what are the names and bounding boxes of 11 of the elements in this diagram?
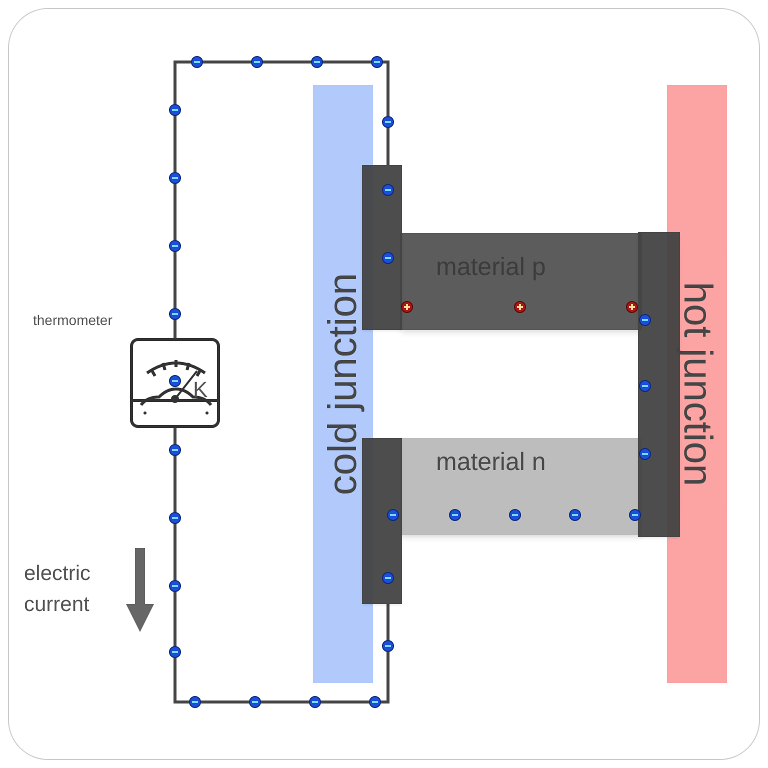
wire [174, 428, 390, 704]
electrode-bar [362, 438, 402, 604]
current-label: electric current [24, 561, 92, 618]
meter-box [130, 338, 220, 428]
node-caption: thermometer [33, 311, 112, 330]
wire [174, 60, 390, 338]
band-label: hot junction [674, 282, 720, 486]
material-label: material n [436, 447, 546, 478]
cold-junction-band [313, 85, 373, 683]
band-label: cold junction [320, 272, 366, 496]
unit-label: K [193, 376, 208, 404]
